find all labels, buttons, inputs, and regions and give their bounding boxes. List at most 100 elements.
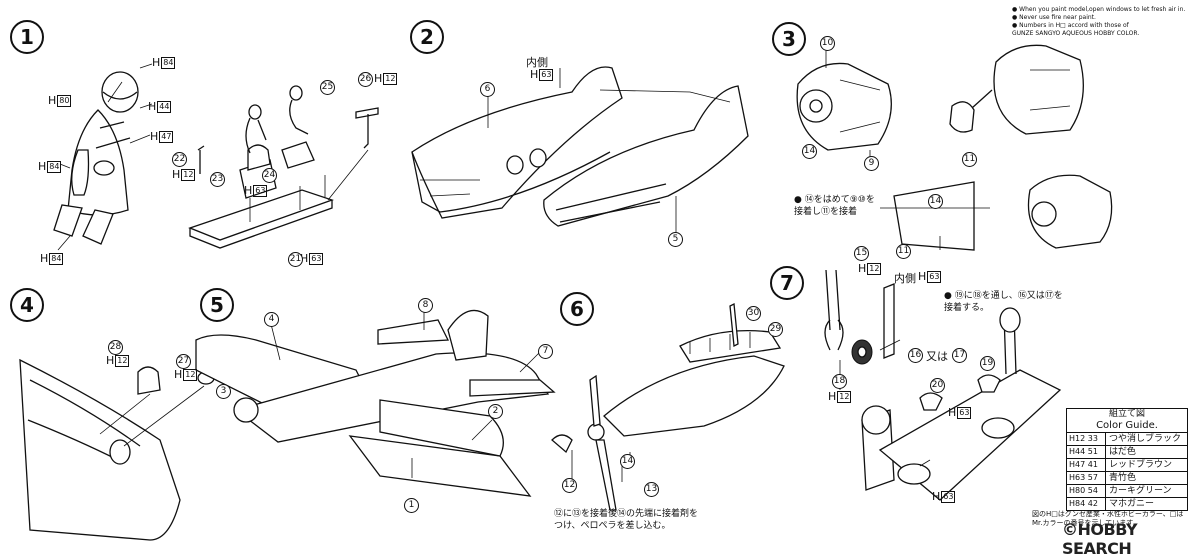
note-line: つけ、ペロペラを差し込む。 <box>554 521 671 531</box>
part-number: 14 <box>620 454 635 469</box>
part-number: 8 <box>418 298 433 313</box>
part-number: 23 <box>210 172 225 187</box>
assembly-drawings <box>19 44 1113 541</box>
assembly-note: ⑫に⑬を接着後⑭の先端に接着剤を つけ、ペロペラを差し込む。 <box>554 508 698 532</box>
part-number: 18 <box>832 374 847 389</box>
part-number: 16 <box>908 348 923 363</box>
engine-drawing <box>796 44 1113 251</box>
color-code-cell: H84 42 <box>1067 498 1106 510</box>
step-number: 6 <box>560 292 594 326</box>
color-guide-row: H12 33 つや消しブラック <box>1067 433 1187 446</box>
color-name-cell: カーキグリーン <box>1109 486 1172 496</box>
part-number: 14 <box>928 194 943 209</box>
part-number: 24 <box>262 168 277 183</box>
part-number: 22 <box>172 152 187 167</box>
step-number: 1 <box>10 20 44 54</box>
part-number: 5 <box>668 232 683 247</box>
note-line: 接着し⑪を接着 <box>794 207 858 217</box>
part-number: 17 <box>952 348 967 363</box>
part-number: 25 <box>320 80 335 95</box>
inner-side-label: 内側 <box>526 56 548 69</box>
part-number: 13 <box>644 482 659 497</box>
color-name-cell: レッドブラウン <box>1109 460 1173 470</box>
part-number: 10 <box>820 36 835 51</box>
wing-assembly-drawing <box>195 309 556 497</box>
note-line: ⑫に⑬を接着後⑭の先端に接着剤を <box>554 509 699 519</box>
note-line: ● Numbers in H□ accord with those of <box>1012 22 1129 29</box>
color-guide-row: H84 42 マホガニー <box>1067 498 1187 510</box>
note-line: ● Never use fire near paint. <box>1012 14 1096 21</box>
part-number: 14 <box>802 144 817 159</box>
color-name-cell: 青竹色 <box>1109 473 1137 483</box>
part-number: 12 <box>562 478 577 493</box>
note-line: ● When you paint model,open windows to l… <box>1012 6 1186 13</box>
part-number: 11 <box>962 152 977 167</box>
note-line: ● ⑭をはめて⑨⑩を <box>794 195 875 205</box>
note-line: 接着する。 <box>944 303 990 313</box>
color-name-cell: マホガニー <box>1109 499 1155 509</box>
color-code-cell: H44 51 <box>1067 446 1106 458</box>
part-number: 6 <box>480 82 495 97</box>
color-code-cell: H47 41 <box>1067 459 1106 471</box>
cockpit-closeup-drawing <box>19 358 215 541</box>
color-guide-row: H80 54 カーキグリーン <box>1067 485 1187 498</box>
part-number: 15 <box>854 246 869 261</box>
part-number: 1 <box>404 498 419 513</box>
part-number: 4 <box>264 312 279 327</box>
part-number: 11 <box>896 244 911 259</box>
step-number: 7 <box>770 266 804 300</box>
step-number: 2 <box>410 20 444 54</box>
color-guide-title: 組立て図 <box>1108 409 1145 419</box>
color-code-cell: H80 54 <box>1067 485 1106 497</box>
color-guide-row: H47 41 レッドブラウン <box>1067 459 1187 472</box>
inner-side-label: 内側 <box>894 272 916 285</box>
step-number: 4 <box>10 288 44 322</box>
pilot-figure-drawing <box>53 63 153 251</box>
footer-note: 図のH□はグンゼ産業・水性ホビーカラー、□は Mr.カラーの番号を示しています。 <box>1032 510 1184 527</box>
color-name-cell: つや消しブラック <box>1109 434 1182 444</box>
note-line: ● ⑲に⑱を通し、⑯又は⑰を <box>944 291 1063 301</box>
assembly-note: ● ⑭をはめて⑨⑩を 接着し⑪を接着 <box>794 194 875 218</box>
part-number: 2 <box>488 404 503 419</box>
step-number: 3 <box>772 22 806 56</box>
watermark-logo: ©HOBBY SEARCH <box>1062 520 1138 558</box>
safety-notes: ● When you paint model,open windows to l… <box>1012 6 1185 38</box>
part-number: 27 <box>176 354 191 369</box>
part-number: 21 <box>288 252 303 267</box>
instruction-sheet: ● When you paint model,open windows to l… <box>10 6 1188 558</box>
fuselage-drawing <box>411 66 749 232</box>
color-code-cell: H12 33 <box>1067 433 1106 445</box>
landing-gear-drawing <box>824 269 1062 501</box>
assembly-note: ● ⑲に⑱を通し、⑯又は⑰を 接着する。 <box>944 290 1063 314</box>
part-number: 9 <box>864 156 879 171</box>
color-guide-table: 組立て図 Color Guide. H12 33 つや消しブラック H44 51… <box>1066 408 1188 511</box>
part-number: 26 <box>358 72 373 87</box>
or-label: 又は <box>926 350 948 363</box>
color-guide-row: H63 57 青竹色 <box>1067 472 1187 485</box>
propeller-drawing <box>551 302 785 511</box>
part-number: 19 <box>980 356 995 371</box>
part-number: 3 <box>216 384 231 399</box>
cockpit-parts-drawing <box>188 85 379 249</box>
part-number: 30 <box>746 306 761 321</box>
color-name-cell: はだ色 <box>1109 447 1136 457</box>
part-number: 20 <box>930 378 945 393</box>
color-guide-row: H44 51 はだ色 <box>1067 446 1187 459</box>
step-number: 5 <box>200 288 234 322</box>
